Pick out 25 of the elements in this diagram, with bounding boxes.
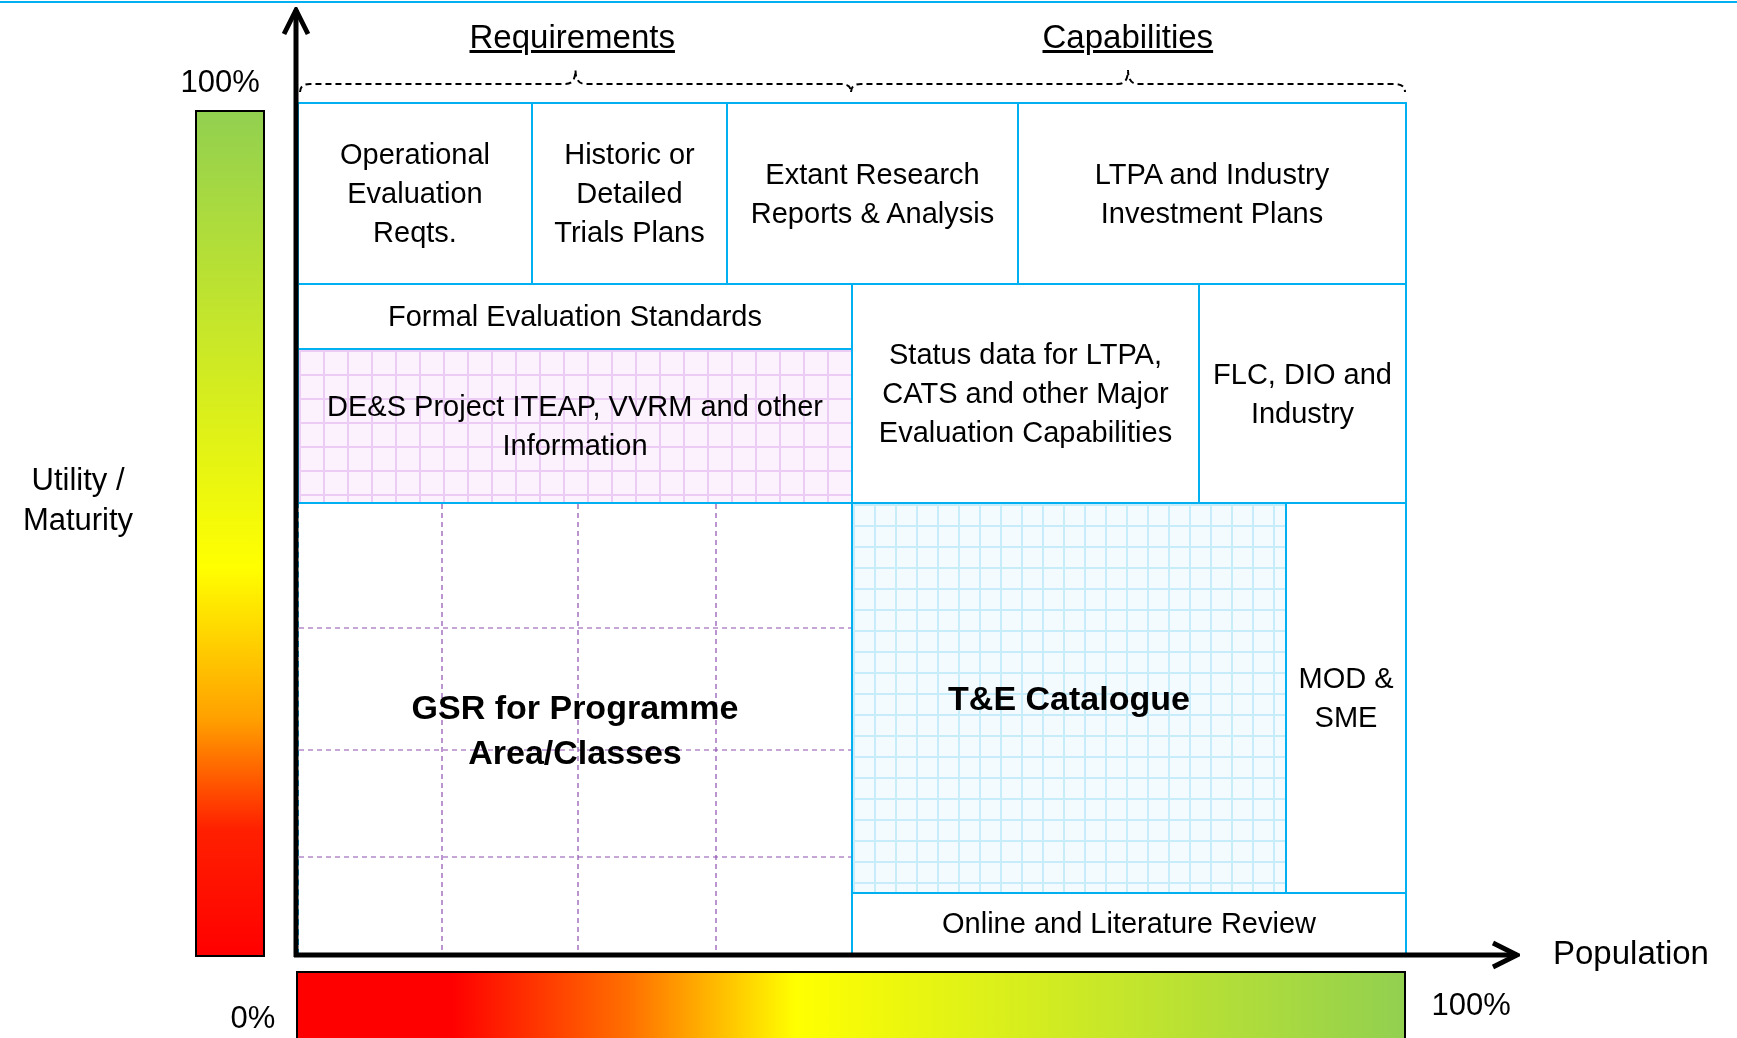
category-text: LTPA and Industry Investment Plans	[1093, 156, 1331, 231]
section-heading: Requirements	[469, 16, 675, 57]
scale-value: 0%	[230, 999, 276, 1037]
category-text: Extant Research Reports & Analysis	[749, 156, 996, 231]
category-text: Status data for LTPA, CATS and other Major Evaluation Capabilities	[877, 337, 1174, 450]
scale-value: 100%	[180, 63, 260, 101]
gradient-scale-bar	[296, 971, 1406, 1038]
category-text: MOD & SME	[1297, 661, 1395, 735]
category-text: DE&S Project ITEAP, VVRM and other Information	[326, 389, 824, 463]
axis-title: Utility / Maturity	[21, 460, 135, 539]
category-box	[297, 348, 853, 504]
category-text: Operational Evaluation Reqts.	[339, 137, 491, 250]
category-box	[851, 502, 1287, 894]
category-text: Historic or Detailed Trials Plans	[553, 137, 706, 250]
axis-title: Population	[1553, 932, 1709, 973]
category-text: Formal Evaluation Standards	[388, 299, 762, 334]
section-heading: Capabilities	[1042, 16, 1214, 57]
category-text: GSR for Programme Area/Classes	[410, 686, 740, 773]
scale-value: 100%	[1431, 986, 1511, 1024]
category-text: FLC, DIO and Industry	[1212, 356, 1393, 431]
category-text: Online and Literature Review	[942, 906, 1316, 941]
gradient-scale-bar	[195, 110, 265, 957]
category-text: T&E Catalogue	[948, 677, 1190, 719]
category-box	[1017, 102, 1407, 285]
category-box	[851, 892, 1407, 955]
